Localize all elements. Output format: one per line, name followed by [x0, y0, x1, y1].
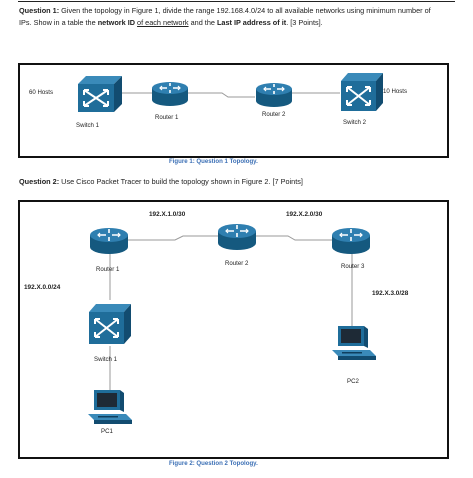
top-rule: [18, 1, 455, 2]
question-2-body: Use Cisco Packet Tracer to build the top…: [59, 177, 303, 186]
fig2-router-2-icon: [218, 224, 256, 255]
fig1-router-2-label: Router 2: [262, 111, 286, 118]
fig1-switch-1-icon: [76, 76, 122, 117]
fig2-router-3-icon: [332, 228, 370, 259]
question-1-body-a: Given the topology in Figure 1, divide t…: [19, 6, 431, 27]
fig2-pc2-label: PC2: [347, 378, 359, 385]
figure-1-caption: Figure 1: Question 1 Topology.: [169, 158, 258, 165]
fig1-switch-2-icon: [339, 73, 383, 116]
fig2-switch-1-label: Switch 1: [94, 356, 118, 363]
question-1-label: Question 1:: [19, 6, 60, 15]
net-r2-r3-label: 192.X.2.0/30: [286, 211, 323, 218]
fig2-router-1-label: Router 1: [96, 266, 120, 273]
question-1-body-d: . [3 Points].: [286, 17, 323, 27]
question-2-text: Question 2: Use Cisco Packet Tracer to b…: [19, 176, 449, 188]
fig2-switch-1-icon: [87, 304, 131, 349]
fig1-router-1-icon: [152, 82, 188, 111]
fig1-hosts-right: 10 Hosts: [383, 88, 408, 95]
net-r3-lan-label: 192.X.3.0/28: [372, 290, 409, 297]
network-id-term: network ID: [97, 17, 136, 27]
fig1-hosts-left: 60 Hosts: [29, 89, 54, 96]
figure-2-frame: [18, 200, 449, 459]
figure-2-caption: Figure 2: Question 2 Topology.: [169, 460, 258, 467]
fig2-pc1-icon: [86, 390, 132, 429]
fig1-router-1-label: Router 1: [155, 114, 179, 121]
fig1-router-2-icon: [256, 83, 292, 112]
question-1-text: Question 1: Given the topology in Figure…: [19, 5, 439, 28]
fig1-switch-1-label: Switch 1: [76, 122, 100, 129]
figure-1-frame: [18, 63, 449, 158]
fig2-router-3-label: Router 3: [341, 263, 365, 270]
net-r1-lan-label: 192.X.0.0/24: [24, 284, 61, 291]
last-ip-term: Last IP address of it: [216, 17, 287, 27]
fig2-router-2-label: Router 2: [225, 260, 249, 267]
fig1-switch-2-label: Switch 2: [343, 119, 367, 126]
fig2-router-1-icon: [90, 228, 128, 259]
fig2-pc1-label: PC1: [101, 428, 113, 435]
question-2-label: Question 2:: [19, 177, 60, 186]
each-network-term: of each network: [137, 17, 189, 27]
net-r1-r2-label: 192.X.1.0/30: [149, 211, 186, 218]
question-1-body-c: and the: [188, 17, 217, 27]
fig2-pc2-icon: [330, 326, 376, 365]
